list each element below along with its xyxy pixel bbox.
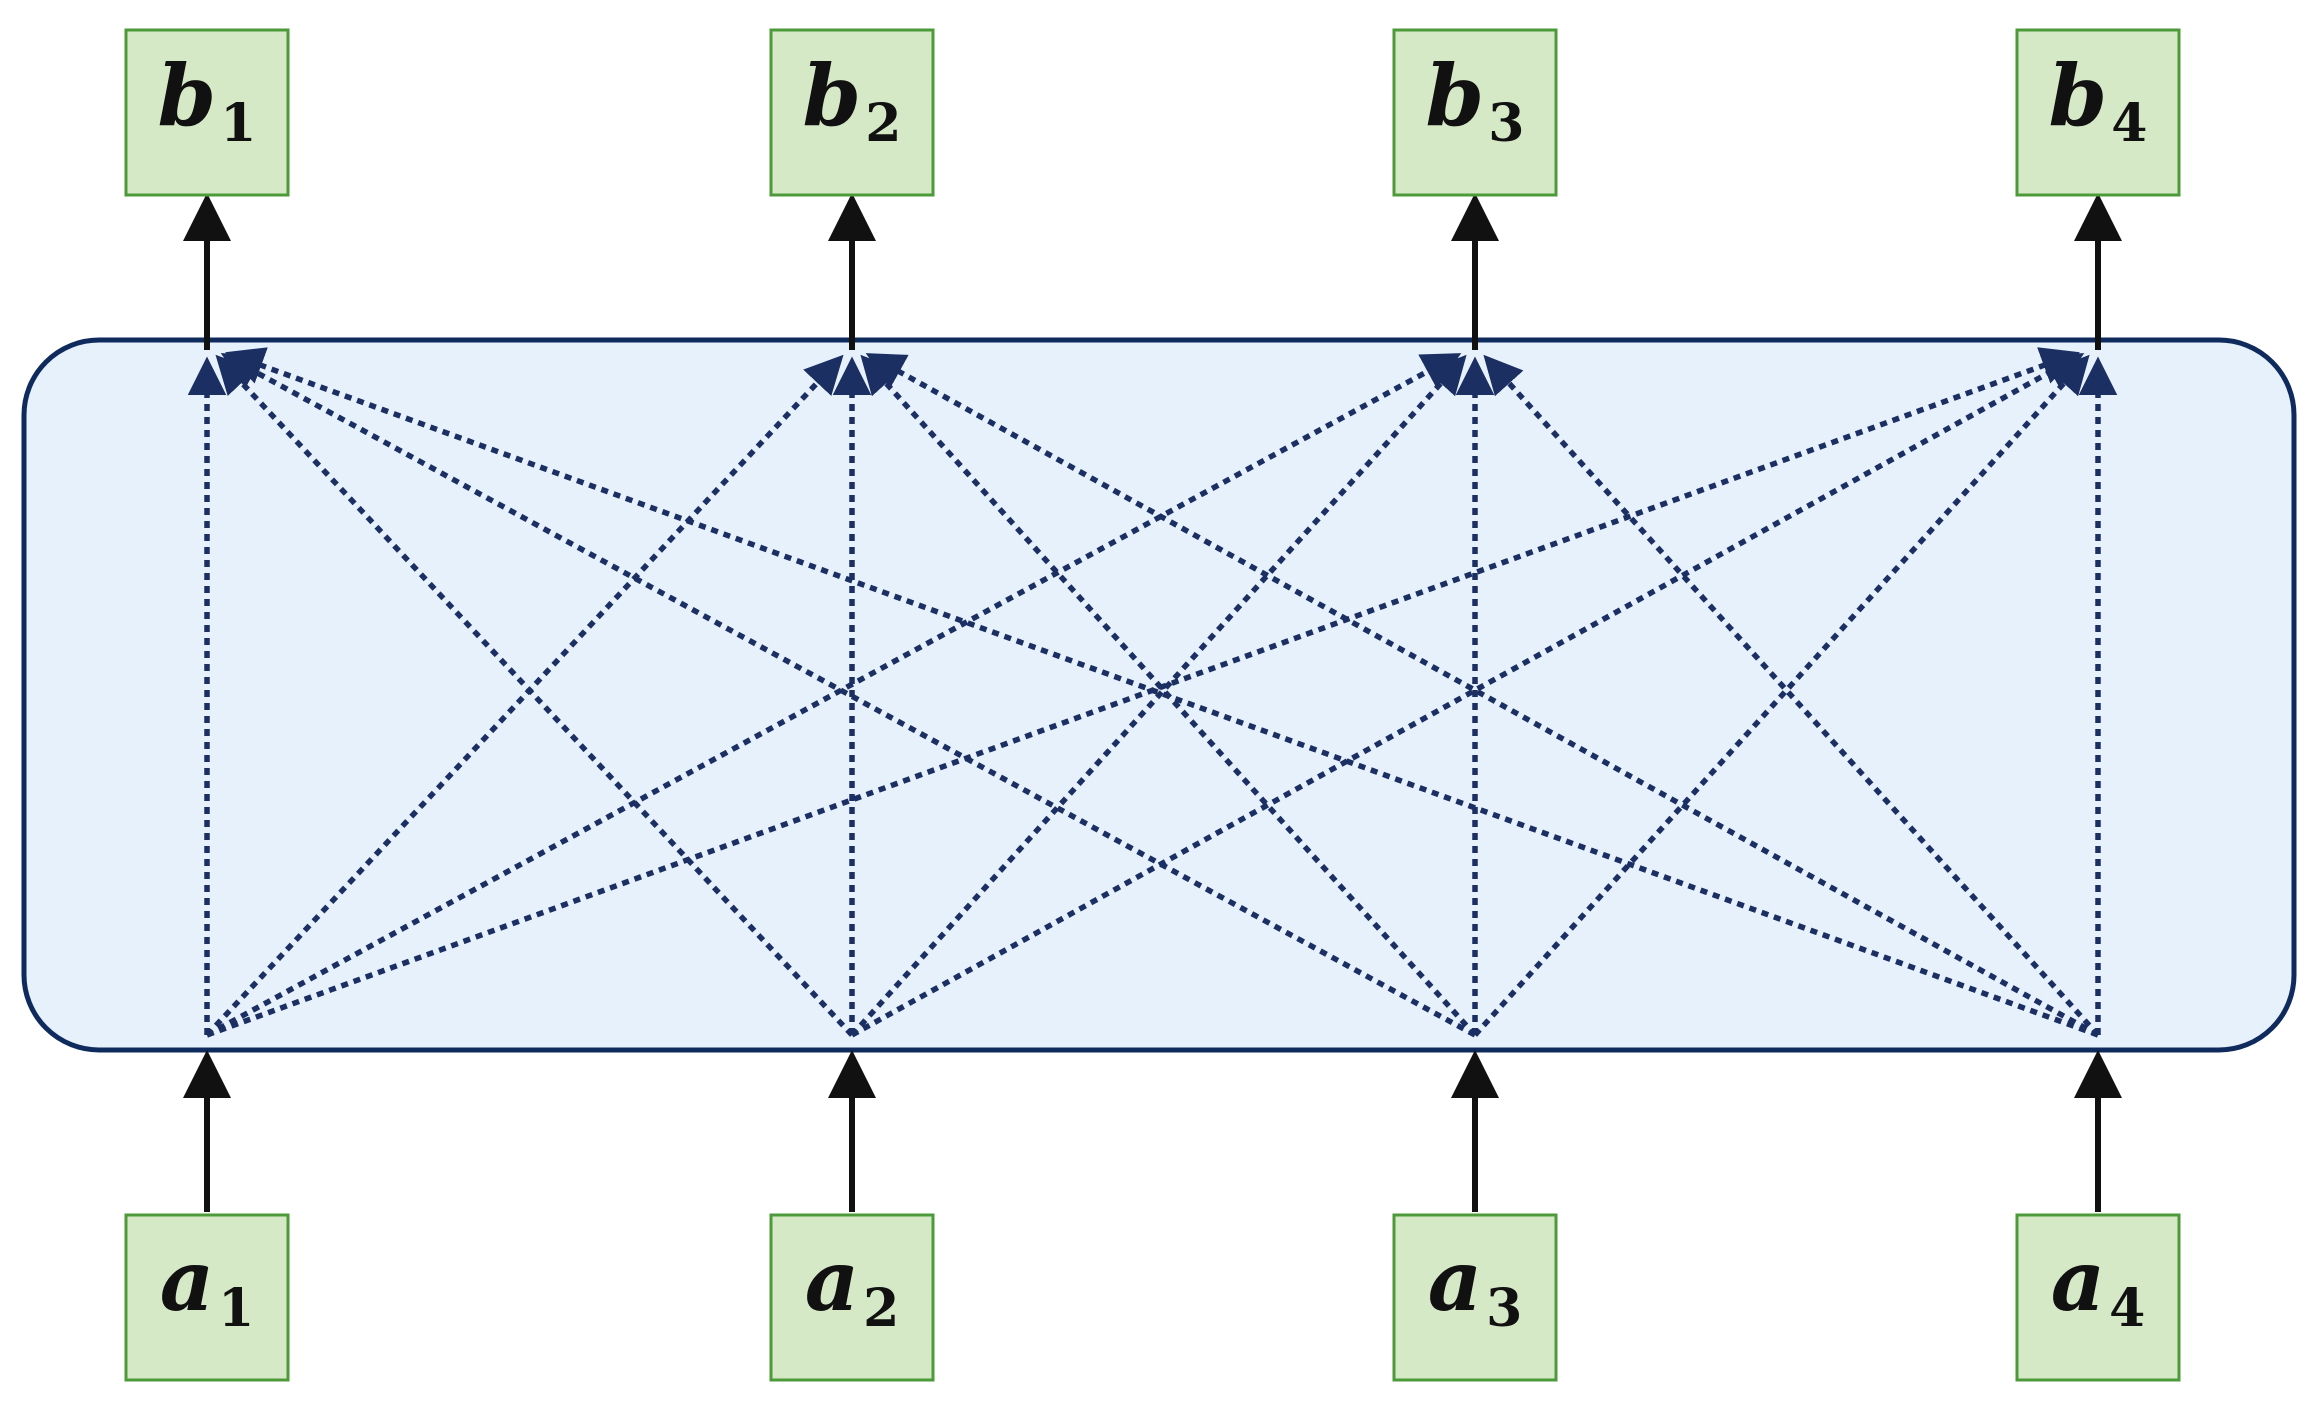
input-subscript: 4 xyxy=(2109,1278,2145,1339)
svg-text:a2: a2 xyxy=(805,1231,900,1339)
output-letter: b xyxy=(803,46,862,145)
input-node-a2: a2 xyxy=(769,1213,935,1382)
input-subscript: 3 xyxy=(1486,1278,1522,1339)
output-subscript: 1 xyxy=(220,93,256,154)
svg-text:a4: a4 xyxy=(2051,1231,2146,1339)
input-letter: a xyxy=(160,1231,214,1330)
svg-text:b2: b2 xyxy=(803,46,902,154)
attention-connections xyxy=(187,347,2118,1038)
connection-a1-to-b2 xyxy=(204,354,844,1037)
output-node-b4: b4 xyxy=(2015,28,2181,197)
input-letter: a xyxy=(1428,1231,1482,1330)
output-letter: b xyxy=(158,46,217,145)
connection-a1-to-b4 xyxy=(206,347,2080,1038)
input-letter: a xyxy=(805,1231,859,1330)
output-subscript: 4 xyxy=(2111,93,2147,154)
input-nodes: a1 a2 a3 a4 xyxy=(124,1213,2181,1382)
connection-a3-to-b4 xyxy=(1472,354,2090,1037)
svg-text:b1: b1 xyxy=(158,46,257,154)
connection-a3-to-b1 xyxy=(220,353,1477,1038)
output-node-b3: b3 xyxy=(1392,28,1558,197)
output-node-b2: b2 xyxy=(769,28,935,197)
input-node-a3: a3 xyxy=(1392,1213,1558,1382)
svg-text:b3: b3 xyxy=(1426,46,1525,154)
output-nodes: b1 b2 b3 b4 xyxy=(124,28,2181,197)
input-subscript: 2 xyxy=(863,1278,899,1339)
connection-a2-to-b1 xyxy=(215,354,855,1037)
connection-a2-to-b3 xyxy=(849,354,1467,1037)
input-subscript: 1 xyxy=(218,1278,254,1339)
output-letter: b xyxy=(1426,46,1485,145)
input-letter: a xyxy=(2051,1231,2105,1330)
connection-a4-to-b1 xyxy=(225,347,2099,1038)
svg-text:b4: b4 xyxy=(2049,46,2148,154)
output-subscript: 3 xyxy=(1488,93,1524,154)
input-node-a1: a1 xyxy=(124,1213,290,1382)
svg-text:a1: a1 xyxy=(160,1231,255,1339)
output-letter: b xyxy=(2049,46,2108,145)
connection-a4-to-b3 xyxy=(1483,354,2101,1037)
input-node-a4: a4 xyxy=(2015,1213,2181,1382)
svg-text:a3: a3 xyxy=(1428,1231,1523,1339)
connection-a1-to-b3 xyxy=(205,353,1462,1038)
io-arrows xyxy=(183,193,2122,1212)
output-node-b1: b1 xyxy=(124,28,290,197)
output-subscript: 2 xyxy=(865,93,901,154)
